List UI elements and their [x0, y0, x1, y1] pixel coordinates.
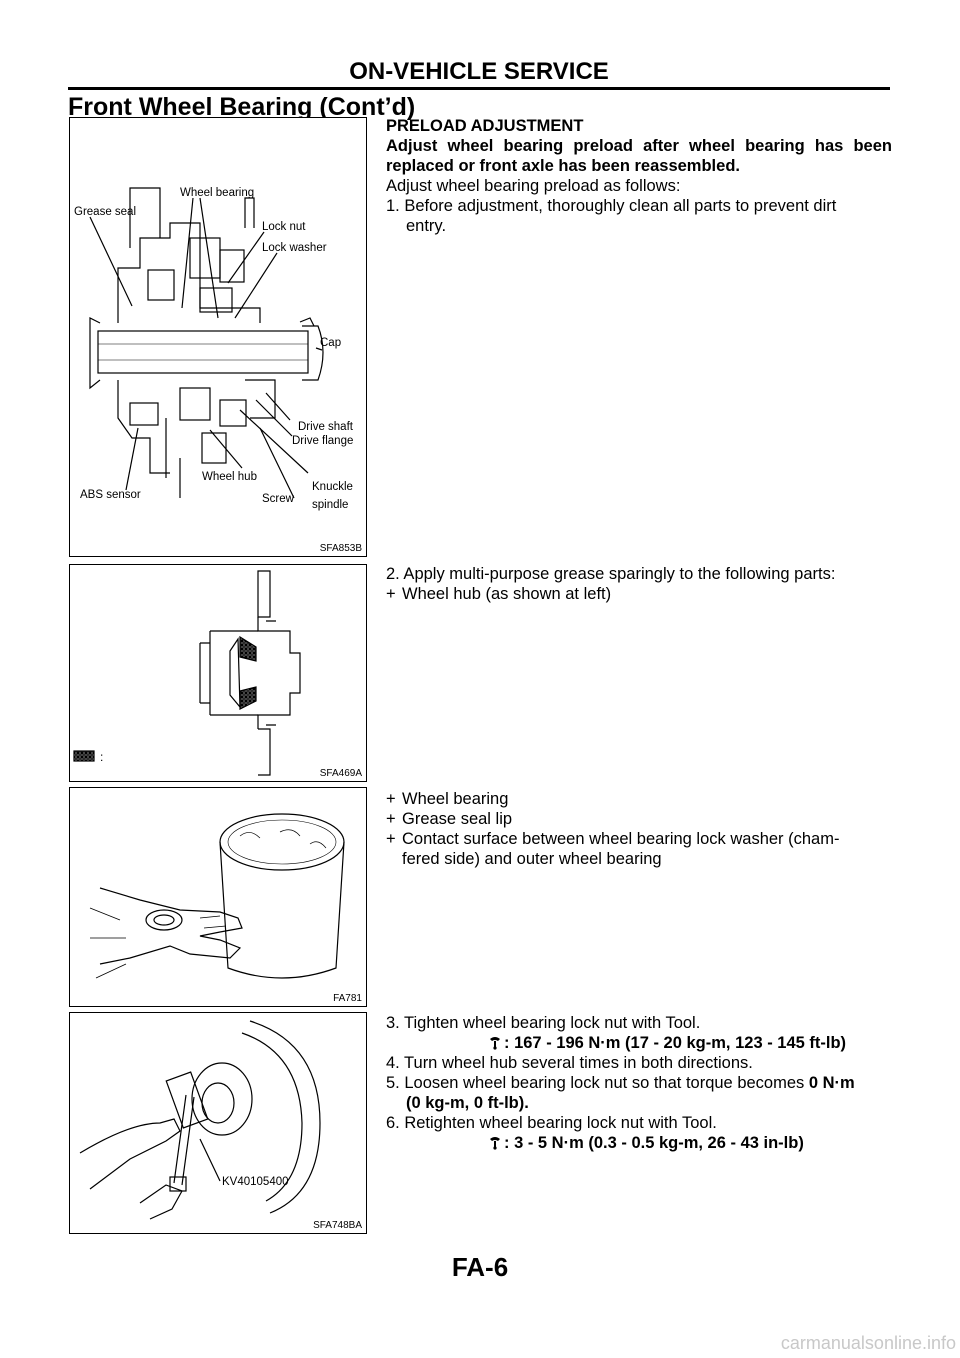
hub-cross-section-drawing: Grease seal Wheel bearing Lock nut Lock … [74, 187, 354, 511]
hatched-legend-icon [73, 750, 95, 762]
torque-spec-text: : 167 - 196 N·m (17 - 20 kg-m, 123 - 145… [504, 1034, 847, 1052]
tool-on-hub-drawing: KV40105400 [79, 1020, 321, 1220]
step-5-bold: 0 N·m [808, 1074, 855, 1092]
figure-lock-nut-tool: KV40105400 SFA748BA [69, 1012, 367, 1234]
bullet-mark: + [386, 790, 396, 808]
bullet-contact-surface-cont: fered side) and outer wheel bearing [402, 850, 662, 868]
step-5-cont: (0 kg-m, 0 ft-lb). [406, 1094, 529, 1112]
bullet-text: Wheel bearing [402, 790, 509, 808]
legend-colon: : [100, 750, 103, 764]
watermark: carmanualsonline.info [780, 1333, 956, 1353]
section-subtitle: Front Wheel Bearing (Cont’d) [68, 93, 416, 121]
hand-greasing-drawing [89, 813, 345, 979]
step-3: 3. Tighten wheel bearing lock nut with T… [386, 1014, 701, 1032]
figure-greasing-bearing: FA781 [69, 787, 367, 1007]
bullet-wheel-hub: + Wheel hub (as shown at left) [386, 584, 892, 604]
bullet-text: Contact surface between wheel bearing lo… [402, 830, 840, 848]
label-wheel-bearing: Wheel bearing [180, 187, 254, 199]
step-1-cont: entry. [406, 217, 447, 235]
label-knuckle: Knuckle [312, 481, 353, 493]
torque-spec-1: : 167 - 196 N·m (17 - 20 kg-m, 123 - 145… [386, 1033, 892, 1053]
figure-id: SFA853B [319, 543, 362, 554]
bullet-text: Grease seal lip [402, 810, 513, 828]
bullet-mark: + [386, 830, 396, 848]
section-grease-parts: 2. Apply multi-purpose grease sparingly … [386, 564, 892, 604]
label-drive-shaft: Drive shaft [298, 421, 354, 433]
wheel-hub-section-drawing: : [73, 570, 301, 776]
label-drive-flange: Drive flange [292, 435, 353, 447]
step-2: 2. Apply multi-purpose grease sparingly … [386, 565, 836, 583]
intro-text: Adjust wheel bearing preload as follows: [386, 177, 681, 195]
label-wheel-hub: Wheel hub [202, 471, 257, 483]
step-5: 5. Loosen wheel bearing lock nut so that… [386, 1073, 892, 1093]
section-title: ON-VEHICLE SERVICE [349, 58, 609, 85]
bullet-mark: + [386, 810, 396, 828]
label-cap: Cap [320, 337, 341, 349]
section-lock-nut-steps: 3. Tighten wheel bearing lock nut with T… [386, 1013, 892, 1153]
label-screw: Screw [262, 493, 295, 505]
label-abs-sensor: ABS sensor [80, 489, 141, 501]
bullet-text: Wheel hub (as shown at left) [402, 585, 612, 603]
step-5-text: 5. Loosen wheel bearing lock nut so that… [386, 1074, 809, 1092]
bullet-mark: + [386, 585, 396, 603]
torque-wrench-icon [490, 1137, 500, 1150]
torque-wrench-icon [490, 1037, 500, 1050]
figure-hub-assembly: Grease seal Wheel bearing Lock nut Lock … [69, 117, 367, 557]
figure-id: SFA469A [319, 768, 362, 779]
step-1: 1. Before adjustment, thoroughly clean a… [386, 197, 837, 215]
step-6: 6. Retighten wheel bearing lock nut with… [386, 1114, 717, 1132]
torque-spec-text: : 3 - 5 N·m (0.3 - 0.5 kg-m, 26 - 43 in-… [504, 1134, 804, 1152]
label-spindle: spindle [312, 499, 348, 511]
bullet-wheel-bearing: + Wheel bearing [386, 789, 892, 809]
figure-wheel-hub-grease: : SFA469A [69, 564, 367, 782]
page-header: ON-VEHICLE SERVICE Front Wheel Bearing (… [68, 58, 890, 122]
torque-spec-2: : 3 - 5 N·m (0.3 - 0.5 kg-m, 26 - 43 in-… [386, 1133, 892, 1153]
bullet-grease-seal-lip: + Grease seal lip [386, 809, 892, 829]
section-grease-parts-cont: + Wheel bearing + Grease seal lip + Contact… [386, 789, 892, 869]
page-number: FA-6 [451, 1252, 509, 1282]
preload-note: Adjust wheel bearing preload after wheel… [386, 137, 892, 175]
section-heading: PRELOAD ADJUSTMENT [386, 117, 584, 135]
label-lock-washer: Lock washer [262, 242, 327, 254]
tool-number-label: KV40105400 [222, 1176, 289, 1188]
figure-id: SFA748BA [313, 1220, 362, 1231]
label-grease-seal: Grease seal [74, 206, 136, 218]
header-rule [68, 87, 890, 90]
step-4: 4. Turn wheel hub several times in both … [386, 1054, 753, 1072]
bullet-contact-surface: + Contact surface between wheel bearing l… [386, 829, 892, 849]
section-preload-adjustment: PRELOAD ADJUSTMENT Adjust wheel bearing … [386, 116, 892, 236]
figure-id: FA781 [333, 993, 362, 1004]
label-lock-nut: Lock nut [262, 221, 306, 233]
